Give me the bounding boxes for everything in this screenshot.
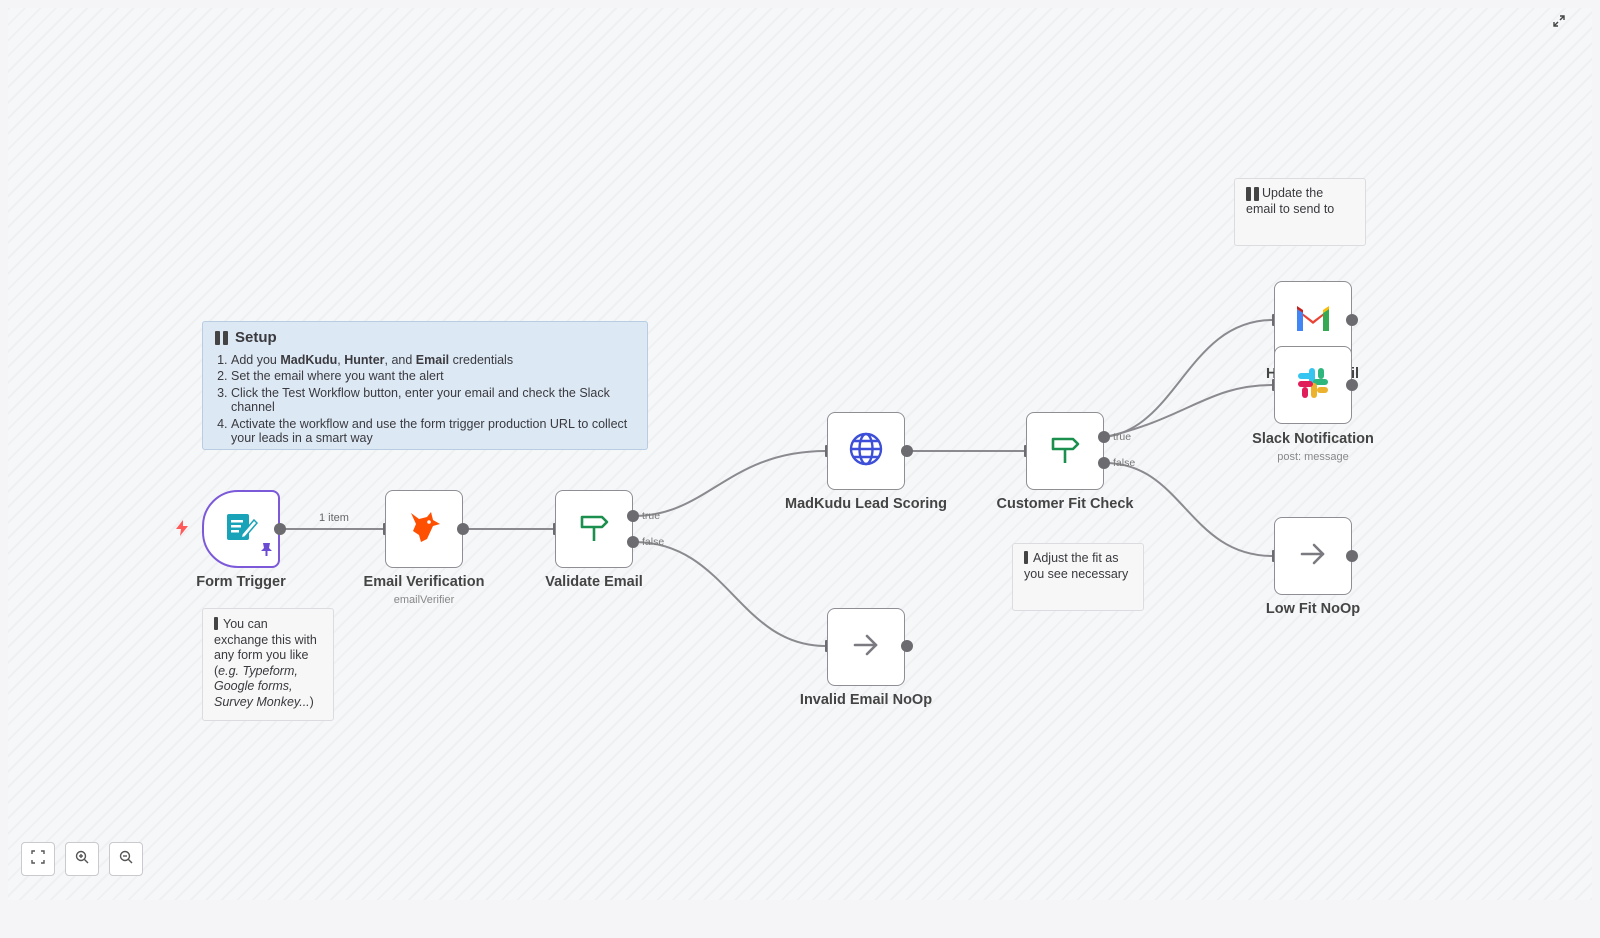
setup-step-2: Set the email where you want the alert — [231, 369, 635, 384]
arrow-right-icon — [852, 633, 880, 662]
fit-false-label: false — [1113, 457, 1136, 469]
slack-label: Slack Notification — [1252, 431, 1374, 447]
invalid-email-node[interactable] — [827, 608, 905, 686]
connections-layer — [280, 319, 1274, 647]
validate-email-node[interactable] — [555, 490, 633, 568]
setup-step-3: Click the Test Workflow button, enter yo… — [231, 386, 635, 415]
expand-canvas-button[interactable] — [1549, 13, 1569, 33]
slack-subtitle: post: message — [1277, 451, 1349, 463]
invalid-email-label: Invalid Email NoOp — [799, 692, 933, 708]
validate-email-label: Validate Email — [545, 574, 643, 590]
madkudu-output-handle[interactable] — [901, 445, 913, 457]
low-fit-label: Low Fit NoOp — [1265, 601, 1361, 617]
validate-email-true-handle[interactable] — [627, 510, 639, 522]
form-hint-note[interactable]: You can exchange this with any form you … — [202, 608, 334, 721]
customer-fit-false-handle[interactable] — [1098, 457, 1110, 469]
zoom-to-fit-button[interactable] — [21, 842, 55, 876]
expand-icon — [1553, 14, 1565, 32]
edge-items-label: 1 item — [319, 512, 349, 524]
fit-view-icon — [31, 849, 45, 869]
low-fit-output-handle[interactable] — [1346, 550, 1358, 562]
gmail-icon — [1294, 303, 1332, 338]
edge-validate-true-to-madkudu — [633, 450, 827, 517]
customer-fit-true-handle[interactable] — [1098, 431, 1110, 443]
zoom-in-button[interactable] — [65, 842, 99, 876]
globe-icon — [848, 431, 884, 472]
customer-fit-node[interactable] — [1026, 412, 1104, 490]
validate-true-label: true — [642, 510, 661, 522]
zoom-out-icon — [119, 850, 133, 869]
hunter-fox-icon — [407, 511, 441, 548]
setup-step-4: Activate the workflow and use the form t… — [231, 417, 635, 446]
setup-note[interactable]: Setup Add you MadKudu, Hunter, and Email… — [202, 321, 648, 450]
zoom-in-icon — [75, 850, 89, 869]
setup-steps-list: Add you MadKudu, Hunter, and Email crede… — [215, 353, 635, 446]
email-verification-output-handle[interactable] — [457, 523, 469, 535]
note-marker-icon — [214, 617, 218, 630]
form-trigger-node[interactable] — [202, 490, 280, 568]
gmail-label-left: H — [1266, 366, 1277, 382]
madkudu-node[interactable] — [827, 412, 905, 490]
edge-fit-false-to-lowfit — [1104, 462, 1274, 557]
gmail-label-right: il — [1351, 366, 1360, 382]
edge-fit-true-to-slack — [1104, 384, 1274, 438]
email-verification-label: Email Verification — [363, 574, 485, 590]
low-fit-node[interactable] — [1274, 517, 1352, 595]
arrow-right-icon — [1299, 542, 1327, 571]
setup-step-1: Add you MadKudu, Hunter, and Email crede… — [231, 353, 635, 368]
validate-email-false-handle[interactable] — [627, 536, 639, 548]
invalid-email-output-handle[interactable] — [901, 640, 913, 652]
edge-fit-true-to-gmail — [1104, 319, 1274, 438]
trigger-bolt-icon — [175, 520, 189, 541]
edge-validate-false-to-invalid — [633, 541, 827, 647]
form-edit-icon — [224, 510, 259, 549]
workflow-canvas[interactable]: Setup Add you MadKudu, Hunter, and Email… — [8, 8, 1592, 900]
form-trigger-output-handle[interactable] — [274, 523, 286, 535]
email-verification-node[interactable] — [385, 490, 463, 568]
form-trigger-label: Form Trigger — [196, 574, 286, 590]
pause-bars-icon — [1246, 187, 1259, 201]
customer-fit-label: Customer Fit Check — [996, 496, 1134, 512]
pin-icon — [261, 543, 272, 561]
email-verification-subtitle: emailVerifier — [393, 594, 455, 606]
if-signpost-icon — [578, 511, 610, 548]
slack-output-handle[interactable] — [1346, 379, 1358, 391]
slack-node[interactable] — [1274, 346, 1352, 424]
setup-note-title: Setup — [215, 330, 635, 346]
fit-hint-note[interactable]: Adjust the fit as you see necessary — [1012, 543, 1144, 611]
gmail-output-handle[interactable] — [1346, 314, 1358, 326]
if-signpost-icon — [1049, 433, 1081, 470]
email-hint-note[interactable]: Update the email to send to — [1234, 178, 1366, 246]
fit-true-label: true — [1113, 431, 1132, 443]
zoom-out-button[interactable] — [109, 842, 143, 876]
validate-false-label: false — [642, 536, 665, 548]
pause-bars-icon — [215, 330, 229, 345]
slack-icon — [1296, 366, 1330, 405]
note-marker-icon — [1024, 551, 1028, 564]
madkudu-label: MadKudu Lead Scoring — [785, 496, 947, 512]
